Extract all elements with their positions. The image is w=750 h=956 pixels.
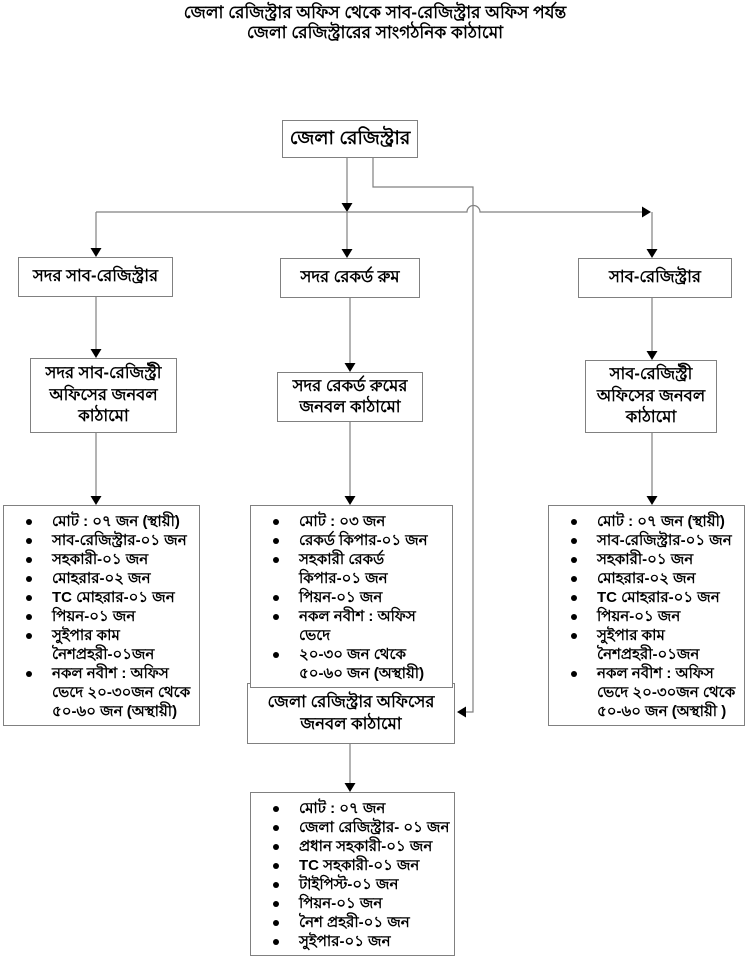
list-item: নকল নবীশ : অফিস ভেদে (273, 607, 449, 645)
arrowhead-down-icon (344, 783, 356, 792)
list-item: রেকর্ড কিপার-০১ জন (273, 531, 449, 550)
arrowhead-down-icon (646, 249, 658, 258)
list-item: সুইপার-০১ জন (273, 932, 451, 951)
node-label: জেলা রেজিস্ট্রার অফিসের জনবল কাঠামো (267, 693, 435, 733)
node-label: সাব-রেজিস্ট্রী অফিসের জনবল কাঠামো (596, 365, 706, 427)
node-label: জেলা রেজিস্ট্রার (289, 127, 411, 149)
node-label: সদর রেকর্ড রুম (300, 268, 400, 287)
node-label: সদর রেকর্ড রুমের জনবল কাঠামো (292, 376, 408, 416)
list-item: জেলা রেজিস্ট্রার- ০১ জন (273, 819, 450, 836)
staff-list: মোট : ০৭ জন (স্থায়ী)সাব-রেজিস্ট্রার-০১ … (4, 512, 196, 721)
list-item: সহকারী-০১ জন (26, 550, 196, 569)
arrowhead-down-icon (90, 496, 102, 505)
list-item: সাব-রেজিস্ট্রার-০১ জন (26, 531, 196, 550)
node-sadar-record-room: সদর রেকর্ড রুম (280, 258, 420, 298)
staff-list-right: মোট : ০৭ জন (স্থায়ী)সাব-রেজিস্ট্রার-০১ … (548, 505, 745, 726)
node-sadar-sub-registrar: সদর সাব-রেজিস্ট্রার (18, 257, 173, 297)
list-item: TC মোহরার-০১ জন (571, 588, 741, 607)
staff-list-left: মোট : ০৭ জন (স্থায়ী)সাব-রেজিস্ট্রার-০১ … (3, 505, 200, 726)
arrowhead-down-icon (341, 249, 353, 258)
node-label: সাব-রেজিস্ট্রার (609, 268, 701, 287)
list-item: সুইপার কাম নৈশপ্রহরী-০১জন (26, 626, 196, 664)
connector-line (96, 204, 643, 213)
chart-title-line2: জেলা রেজিস্ট্রারের সাংগঠনিক কাঠামো (246, 23, 504, 42)
connector-line (372, 158, 474, 713)
list-item: নকল নবীশ : অফিস ভেদে ২০-৩০জন থেকে ৫০-৬০ … (571, 664, 741, 721)
arrowhead-down-icon (646, 351, 658, 360)
list-item: মোট : ০৩ জন (273, 512, 449, 531)
list-item: পিয়ন-০১ জন (26, 607, 196, 626)
arrowhead-down-icon (90, 349, 102, 358)
arrowhead-down-icon (90, 248, 102, 257)
list-item: টাইপিস্ট-০১ জন (273, 875, 451, 894)
list-item: সাব-রেজিস্ট্রার-০১ জন (571, 531, 741, 550)
list-item: মোহরার-০২ জন (26, 569, 196, 588)
list-item: পিয়ন-০১ জন (273, 894, 451, 913)
list-item: TC সহকারী-০১ জন (273, 856, 451, 875)
chart-title-line1: জেলা রেজিস্ট্রার অফিস থেকে সাব-রেজিস্ট্র… (183, 3, 567, 22)
list-item: পিয়ন-০১ জন (571, 607, 741, 626)
list-item: নৈশ প্রহরী-০১ জন (273, 913, 451, 932)
list-item: মোট : ০৭ জন (স্থায়ী) (26, 512, 196, 531)
arrowhead-down-icon (341, 203, 353, 212)
arrowhead-down-icon (344, 363, 356, 372)
chart-title: জেলা রেজিস্ট্রার অফিস থেকে সাব-রেজিস্ট্র… (0, 3, 750, 43)
arrowhead-right-icon (642, 206, 651, 218)
list-item: পিয়ন-০১ জন (273, 588, 449, 607)
node-district-registrar: জেলা রেজিস্ট্রার (282, 120, 418, 158)
node-sadar-sub-registry-staff: সদর সাব-রেজিস্ট্রী অফিসের জনবল কাঠামো (30, 358, 177, 433)
staff-list: মোট : ০৭ জন (স্থায়ী)সাব-রেজিস্ট্রার-০১ … (549, 512, 741, 721)
node-label: সদর সাব-রেজিস্ট্রী অফিসের জনবল কাঠামো (45, 364, 162, 426)
list-item: ২০-৩০ জন থেকে ৫০-৬০ জন (অস্থায়ী) (273, 645, 449, 683)
list-item: মোট : ০৭ জন (স্থায়ী) (571, 512, 741, 531)
arrowhead-left-icon (457, 706, 466, 718)
node-sadar-record-room-staff: সদর রেকর্ড রুমের জনবল কাঠামো (277, 372, 423, 422)
list-item: মোহরার-০২ জন (571, 569, 741, 588)
node-sub-registry-staff: সাব-রেজিস্ট্রী অফিসের জনবল কাঠামো (585, 360, 717, 433)
node-label: সদর সাব-রেজিস্ট্রার (32, 267, 159, 286)
list-item: মোট : ০৭ জন (273, 799, 451, 818)
list-item: সহকারী-০১ জন (571, 550, 741, 569)
arrowhead-down-icon (344, 496, 356, 505)
list-item: TC মোহরার-০১ জন (26, 588, 196, 607)
list-item: সহকারী রেকর্ড কিপার-০১ জন (273, 550, 449, 588)
node-sub-registrar: সাব-রেজিস্ট্রার (578, 258, 732, 298)
list-item: সুইপার কাম নৈশপ্রহরী-০১জন (571, 626, 741, 664)
list-item: প্রধান সহকারী-০১ জন (273, 837, 451, 856)
list-item: নকল নবীশ : অফিস ভেদে ২০-৩০জন থেকে ৫০-৬০ … (26, 664, 196, 721)
node-district-registrar-office-staff: জেলা রেজিস্ট্রার অফিসের জনবল কাঠামো (247, 683, 455, 744)
arrowhead-down-icon (646, 496, 658, 505)
